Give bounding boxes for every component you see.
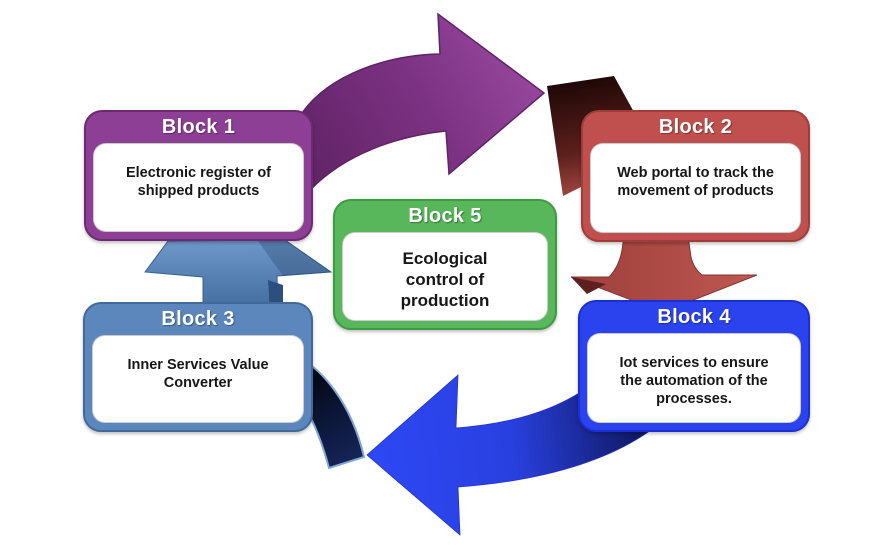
block-1-body-line: shipped products: [137, 183, 260, 199]
block-4-body-line: the automation of the: [620, 373, 768, 389]
arrow-block1-to-block2: [301, 12, 546, 192]
block-4-body-line: Iot services to ensure: [619, 355, 769, 371]
block-2-body-line: Web portal to track the: [617, 165, 774, 181]
block-2-title: Block 2: [658, 116, 733, 138]
block-1-body-line: Electronic register of: [125, 165, 272, 181]
arrow-block2-to-block4-underside: [571, 277, 606, 294]
block-1: Block 1 Electronic register of shipped p…: [84, 110, 313, 241]
block-4: Block 4 Iot services to ensure the autom…: [578, 300, 810, 432]
block-5: Block 5 Ecological control of production: [333, 199, 557, 330]
block-4-body-line: processes.: [656, 391, 732, 407]
block-2-body: Web portal to track the movement of prod…: [590, 143, 801, 233]
block-5-title: Block 5: [408, 205, 482, 227]
arrow-block2-to-block4: [570, 235, 758, 313]
block-3-body-line: Inner Services Value: [127, 357, 269, 373]
block-3-title: Block 3: [161, 308, 235, 330]
block-4-title: Block 4: [657, 306, 731, 328]
block-1-body: Electronic register of shipped products: [93, 143, 304, 232]
block-3-body: Inner Services Value Converter: [92, 335, 304, 423]
block-4-body: Iot services to ensure the automation of…: [587, 333, 801, 423]
block-5-body: Ecological control of production: [342, 232, 548, 321]
block-3: Block 3 Inner Services Value Converter: [83, 302, 313, 432]
block-1-title: Block 1: [161, 116, 236, 138]
block-5-body-line: Ecological: [402, 249, 488, 268]
block-5-body-line: control of: [405, 270, 485, 289]
block-2-body-line: movement of products: [617, 183, 774, 199]
block-2: Block 2 Web portal to track the movement…: [581, 110, 810, 242]
block-3-body-line: Converter: [163, 375, 233, 391]
arrow-block3-to-block1-side-shade: [258, 240, 331, 276]
block-5-body-line: production: [400, 291, 490, 310]
